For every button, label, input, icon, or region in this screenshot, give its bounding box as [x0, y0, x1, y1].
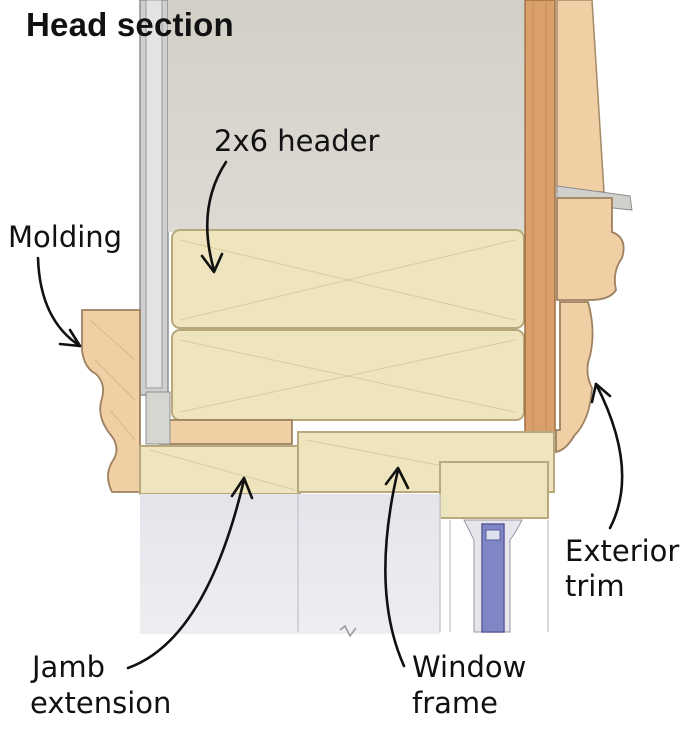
molding-label: Molding	[8, 220, 123, 254]
lower-wall	[140, 494, 440, 634]
shim-block	[159, 419, 293, 445]
jamb-extension-label-line2: extension	[30, 686, 172, 720]
drywall	[139, 0, 169, 396]
header-label: 2x6 header	[214, 124, 380, 158]
window-frame-label-line2: frame	[412, 686, 498, 720]
molding-leader	[36, 256, 82, 348]
window-frame-label-line1: Window	[412, 650, 527, 684]
siding	[556, 0, 633, 211]
header-2x6	[171, 229, 525, 421]
diagram-title: Head section	[26, 6, 234, 43]
exterior-trim-label-line1: Exterior	[565, 534, 680, 568]
sheathing	[524, 0, 556, 433]
window-frame	[297, 431, 555, 519]
exterior-trim-upper	[556, 197, 625, 301]
jamb-extension-label-line1: Jamb	[32, 650, 105, 684]
interior-molding	[81, 309, 141, 493]
window-frame-leader	[384, 468, 406, 668]
exterior-trim-leader	[594, 382, 624, 530]
window-glass	[463, 519, 523, 633]
exterior-trim-lower	[555, 301, 594, 454]
wall-cavity	[168, 0, 524, 232]
jamb-leader	[126, 478, 246, 670]
header-leader	[205, 160, 228, 272]
exterior-trim-label-line2: trim	[565, 569, 625, 603]
jamb-extension	[139, 445, 301, 495]
